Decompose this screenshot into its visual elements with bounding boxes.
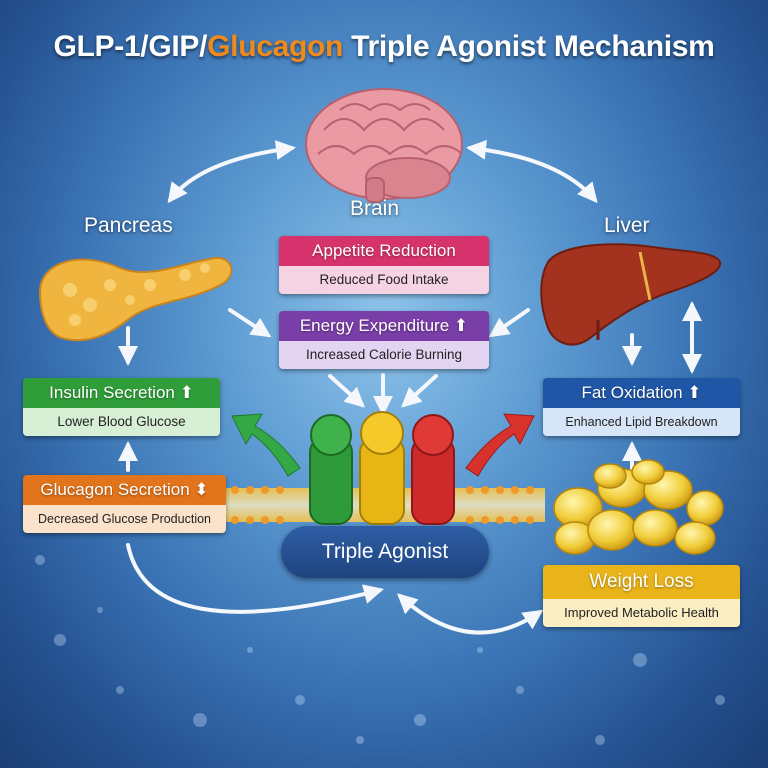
energy-expenditure-title: Energy Expenditure ⬆ (279, 311, 489, 341)
glucagon-secretion-title: Glucagon Secretion ⬍ (23, 475, 226, 505)
weight-loss-title: Weight Loss (543, 565, 740, 599)
insulin-secretion-subtitle: Lower Blood Glucose (23, 408, 220, 436)
insulin-secretion-box: Insulin Secretion ⬆ Lower Blood Glucose (23, 378, 220, 436)
energy-expenditure-box: Energy Expenditure ⬆ Increased Calorie B… (279, 311, 489, 369)
weight-loss-subtitle: Improved Metabolic Health (543, 599, 740, 627)
glucagon-secretion-subtitle: Decreased Glucose Production (23, 505, 226, 533)
page-title: GLP-1/GIP/Glucagon Triple Agonist Mechan… (53, 30, 715, 63)
triple-agonist-label: Triple Agonist (281, 526, 489, 578)
weight-loss-box: Weight Loss Improved Metabolic Health (543, 565, 740, 627)
fat-cells-illustration (553, 459, 724, 555)
flow-arrows (118, 139, 702, 635)
liver-illustration (540, 243, 722, 346)
title-highlight: Glucagon (207, 30, 344, 63)
glucagon-secretion-box: Glucagon Secretion ⬍ Decreased Glucose P… (23, 475, 226, 533)
receptor-green (309, 414, 353, 525)
pancreas-label: Pancreas (84, 214, 173, 237)
red-signal-arrow (465, 413, 535, 477)
energy-expenditure-subtitle: Increased Calorie Burning (279, 341, 489, 369)
brain-label: Brain (350, 197, 400, 220)
appetite-reduction-subtitle: Reduced Food Intake (279, 266, 489, 294)
receptor-red (411, 414, 455, 525)
receptor-yellow (359, 411, 405, 525)
liver-label: Liver (604, 214, 650, 237)
appetite-reduction-title: Appetite Reduction (279, 236, 489, 266)
fat-oxidation-subtitle: Enhanced Lipid Breakdown (543, 408, 740, 436)
appetite-reduction-box: Appetite Reduction Reduced Food Intake (279, 236, 489, 294)
pancreas-illustration (38, 256, 233, 342)
fat-oxidation-box: Fat Oxidation ⬆ Enhanced Lipid Breakdown (543, 378, 740, 436)
green-signal-arrow (231, 413, 301, 477)
insulin-secretion-title: Insulin Secretion ⬆ (23, 378, 220, 408)
brain-illustration (305, 88, 463, 203)
fat-oxidation-title: Fat Oxidation ⬆ (543, 378, 740, 408)
